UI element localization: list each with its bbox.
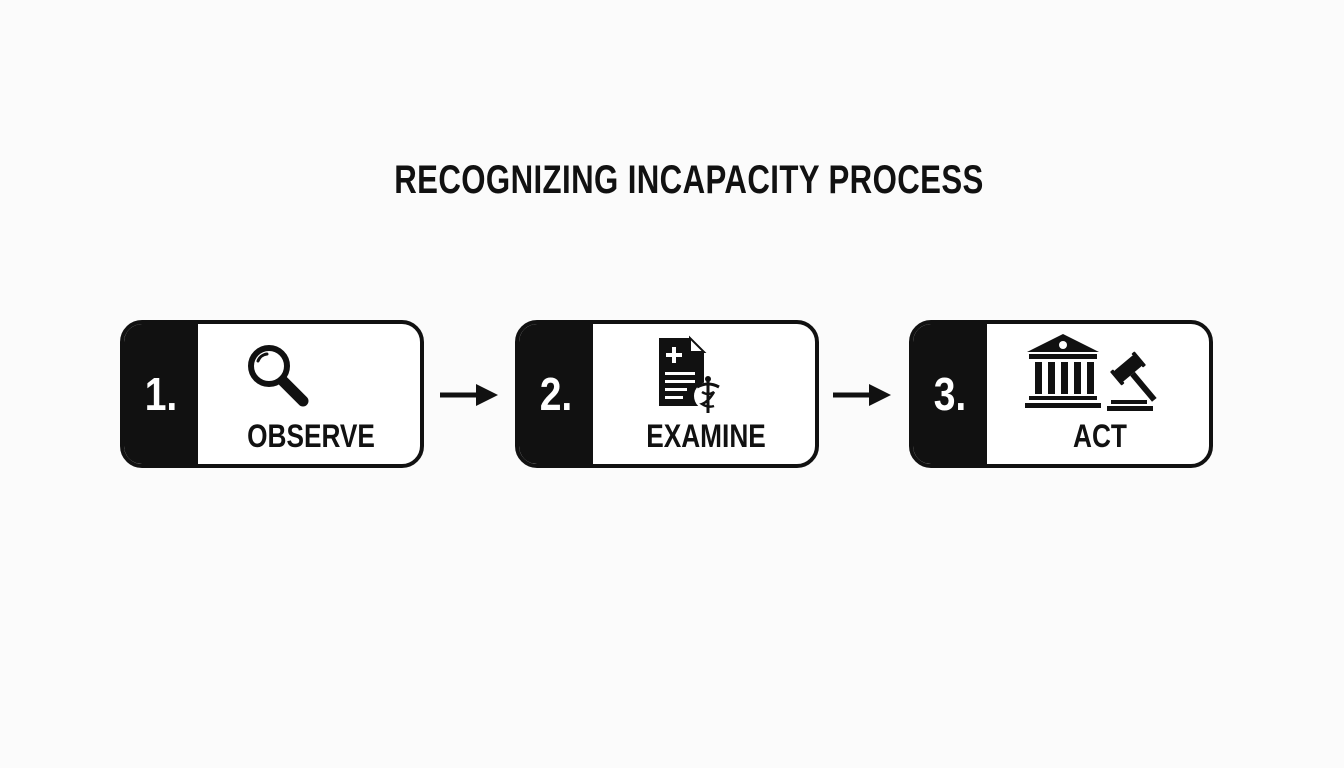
step-label: OBSERVE [247,418,375,454]
step-box-observe: 1. OBSERVE [120,320,424,468]
magnifying-glass-icon [234,334,394,414]
diagram-title: RECOGNIZING INCAPACITY PROCESS [394,158,984,202]
step-number: 1. [144,368,178,420]
step-box-act: 3. ACT [909,320,1213,468]
step-number: 2. [539,368,573,420]
step-label: EXAMINE [646,418,766,454]
step-number-band [519,324,593,464]
arrow-right-icon [831,378,893,412]
step-label: ACT [1073,418,1127,454]
step-number-band [913,324,987,464]
arrow-right-icon [438,378,500,412]
step-number-band [124,324,198,464]
step-box-examine: 2. EXAMINE [515,320,819,468]
medical-record-icon [629,334,789,414]
step-number: 3. [933,368,967,420]
courthouse-gavel-icon [1023,334,1183,414]
